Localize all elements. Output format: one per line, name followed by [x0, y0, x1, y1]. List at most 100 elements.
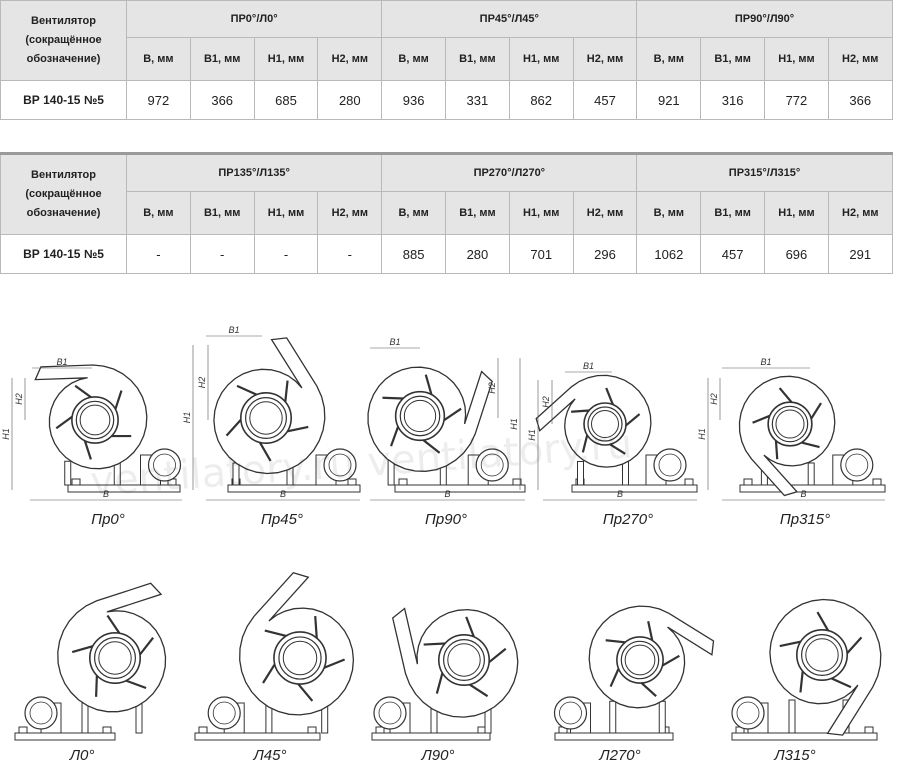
- dim-label-h1: H1: [697, 428, 707, 440]
- fan-drawing: [553, 605, 715, 741]
- fan-header-line: Вентилятор: [31, 15, 96, 27]
- dim-label-b1: B1: [228, 325, 239, 335]
- fan-caption: Пр270°: [603, 511, 653, 528]
- value-cell: 772: [764, 80, 829, 120]
- dimensions-table-1: Вентилятор (сокращённое обозначение) ПР0…: [0, 0, 893, 120]
- table-row: ВР 140-15 №5 - - - - 885 280 701 296 106…: [0, 234, 893, 274]
- dim-label-b: B: [617, 489, 623, 499]
- value-cell: 280: [317, 80, 383, 120]
- dim-label-h1: H1: [1, 428, 11, 440]
- model-cell: ВР 140-15 №5: [0, 80, 127, 120]
- column-header: В1, мм: [444, 37, 510, 81]
- fan-caption: Л45°: [253, 747, 287, 764]
- table-row: ВР 140-15 №5 972 366 685 280 936 331 862…: [0, 80, 893, 120]
- fan-header-line: обозначение): [26, 53, 101, 65]
- column-header: В1, мм: [189, 37, 255, 81]
- value-cell: 366: [827, 80, 893, 120]
- fan-header-cell: Вентилятор (сокращённое обозначение): [0, 152, 127, 235]
- value-cell: 291: [827, 234, 893, 274]
- fan-header-cell: Вентилятор (сокращённое обозначение): [0, 0, 127, 81]
- column-header: Н1, мм: [764, 191, 829, 235]
- fan-caption: Пр315°: [780, 511, 830, 528]
- fan-drawing: [367, 366, 526, 493]
- column-header: В1, мм: [700, 37, 766, 81]
- value-cell: 972: [126, 80, 191, 120]
- value-cell: 921: [636, 80, 702, 120]
- fan-caption: Пр90°: [425, 511, 467, 528]
- column-header: Н2, мм: [317, 191, 383, 235]
- column-header: В, мм: [636, 191, 702, 235]
- watermark: ventilatory.ru ventilatory.ru: [89, 421, 634, 505]
- column-header: В1, мм: [700, 191, 766, 235]
- dim-label-b: B: [103, 489, 109, 499]
- fan-drawing: [371, 607, 519, 741]
- fan-drawing: [34, 364, 182, 493]
- value-cell: -: [317, 234, 383, 274]
- value-cell: -: [253, 234, 319, 274]
- dim-label-h2: H2: [709, 393, 719, 405]
- column-header: Н2, мм: [572, 191, 638, 235]
- dim-label-h1: H1: [509, 418, 519, 430]
- column-header: В, мм: [381, 37, 446, 81]
- fan-caption: Л270°: [598, 747, 640, 764]
- value-cell: 457: [572, 80, 638, 120]
- value-cell: 685: [253, 80, 319, 120]
- value-cell: 1062: [636, 234, 702, 274]
- group-header: ПР45°/Л45°: [381, 0, 638, 38]
- column-header: Н1, мм: [253, 37, 319, 81]
- column-header: Н2, мм: [572, 37, 638, 81]
- fan-header-line: (сокращённое: [25, 188, 102, 200]
- model-cell: ВР 140-15 №5: [0, 234, 127, 274]
- fan-drawing: [731, 598, 882, 741]
- fan-header-line: обозначение): [26, 207, 101, 219]
- column-header: В, мм: [126, 191, 191, 235]
- column-header: Н1, мм: [764, 37, 829, 81]
- fan-header-line: Вентилятор: [31, 169, 96, 181]
- column-header: В, мм: [636, 37, 702, 81]
- dim-label-b1: B1: [760, 357, 771, 367]
- value-cell: 885: [381, 234, 447, 274]
- value-cell: 457: [700, 234, 766, 274]
- dimensions-table-2: Вентилятор (сокращённое обозначение) ПР1…: [0, 152, 893, 274]
- dim-label-h1: H1: [182, 412, 192, 424]
- value-cell: 316: [700, 80, 766, 120]
- fan-drawing: [14, 582, 167, 741]
- fan-caption: Пр45°: [261, 511, 303, 528]
- column-header: Н1, мм: [508, 37, 574, 81]
- fan-caption: Л90°: [421, 747, 455, 764]
- fan-header-line: (сокращённое: [25, 34, 102, 46]
- fan-drawing: [535, 374, 698, 493]
- dim-label-h2: H2: [541, 396, 551, 408]
- group-header: ПР90°/Л90°: [636, 0, 893, 38]
- value-cell: 366: [189, 80, 255, 120]
- dim-label-h1: H1: [527, 429, 537, 441]
- fan-caption: Пр0°: [91, 511, 125, 528]
- dim-label-b: B: [800, 489, 806, 499]
- group-header: ПР135°/Л135°: [125, 152, 383, 192]
- fan-drawing: [194, 571, 355, 741]
- group-header: ПР315°/Л315°: [636, 152, 893, 192]
- group-header: ПР0°/Л0°: [125, 0, 383, 38]
- value-cell: 331: [444, 80, 510, 120]
- left-hand-fan-drawings: Л0° Л45° Л90° Л270° Л315°: [14, 571, 882, 764]
- column-header: В, мм: [126, 37, 191, 81]
- value-cell: 701: [508, 234, 574, 274]
- dim-label-b: B: [280, 489, 286, 499]
- column-header: Н2, мм: [827, 191, 893, 235]
- fan-caption: Л0°: [69, 747, 95, 764]
- dim-label-b: B: [444, 489, 450, 499]
- dim-label-h2: H2: [14, 393, 24, 405]
- dim-label-b1: B1: [583, 361, 594, 371]
- fan-caption: Л315°: [773, 747, 815, 764]
- dim-label-b1: B1: [56, 357, 67, 367]
- column-header: Н1, мм: [253, 191, 319, 235]
- group-header: ПР270°/Л270°: [381, 152, 638, 192]
- dim-label-b1: B1: [389, 337, 400, 347]
- dim-label-h2: H2: [487, 382, 497, 394]
